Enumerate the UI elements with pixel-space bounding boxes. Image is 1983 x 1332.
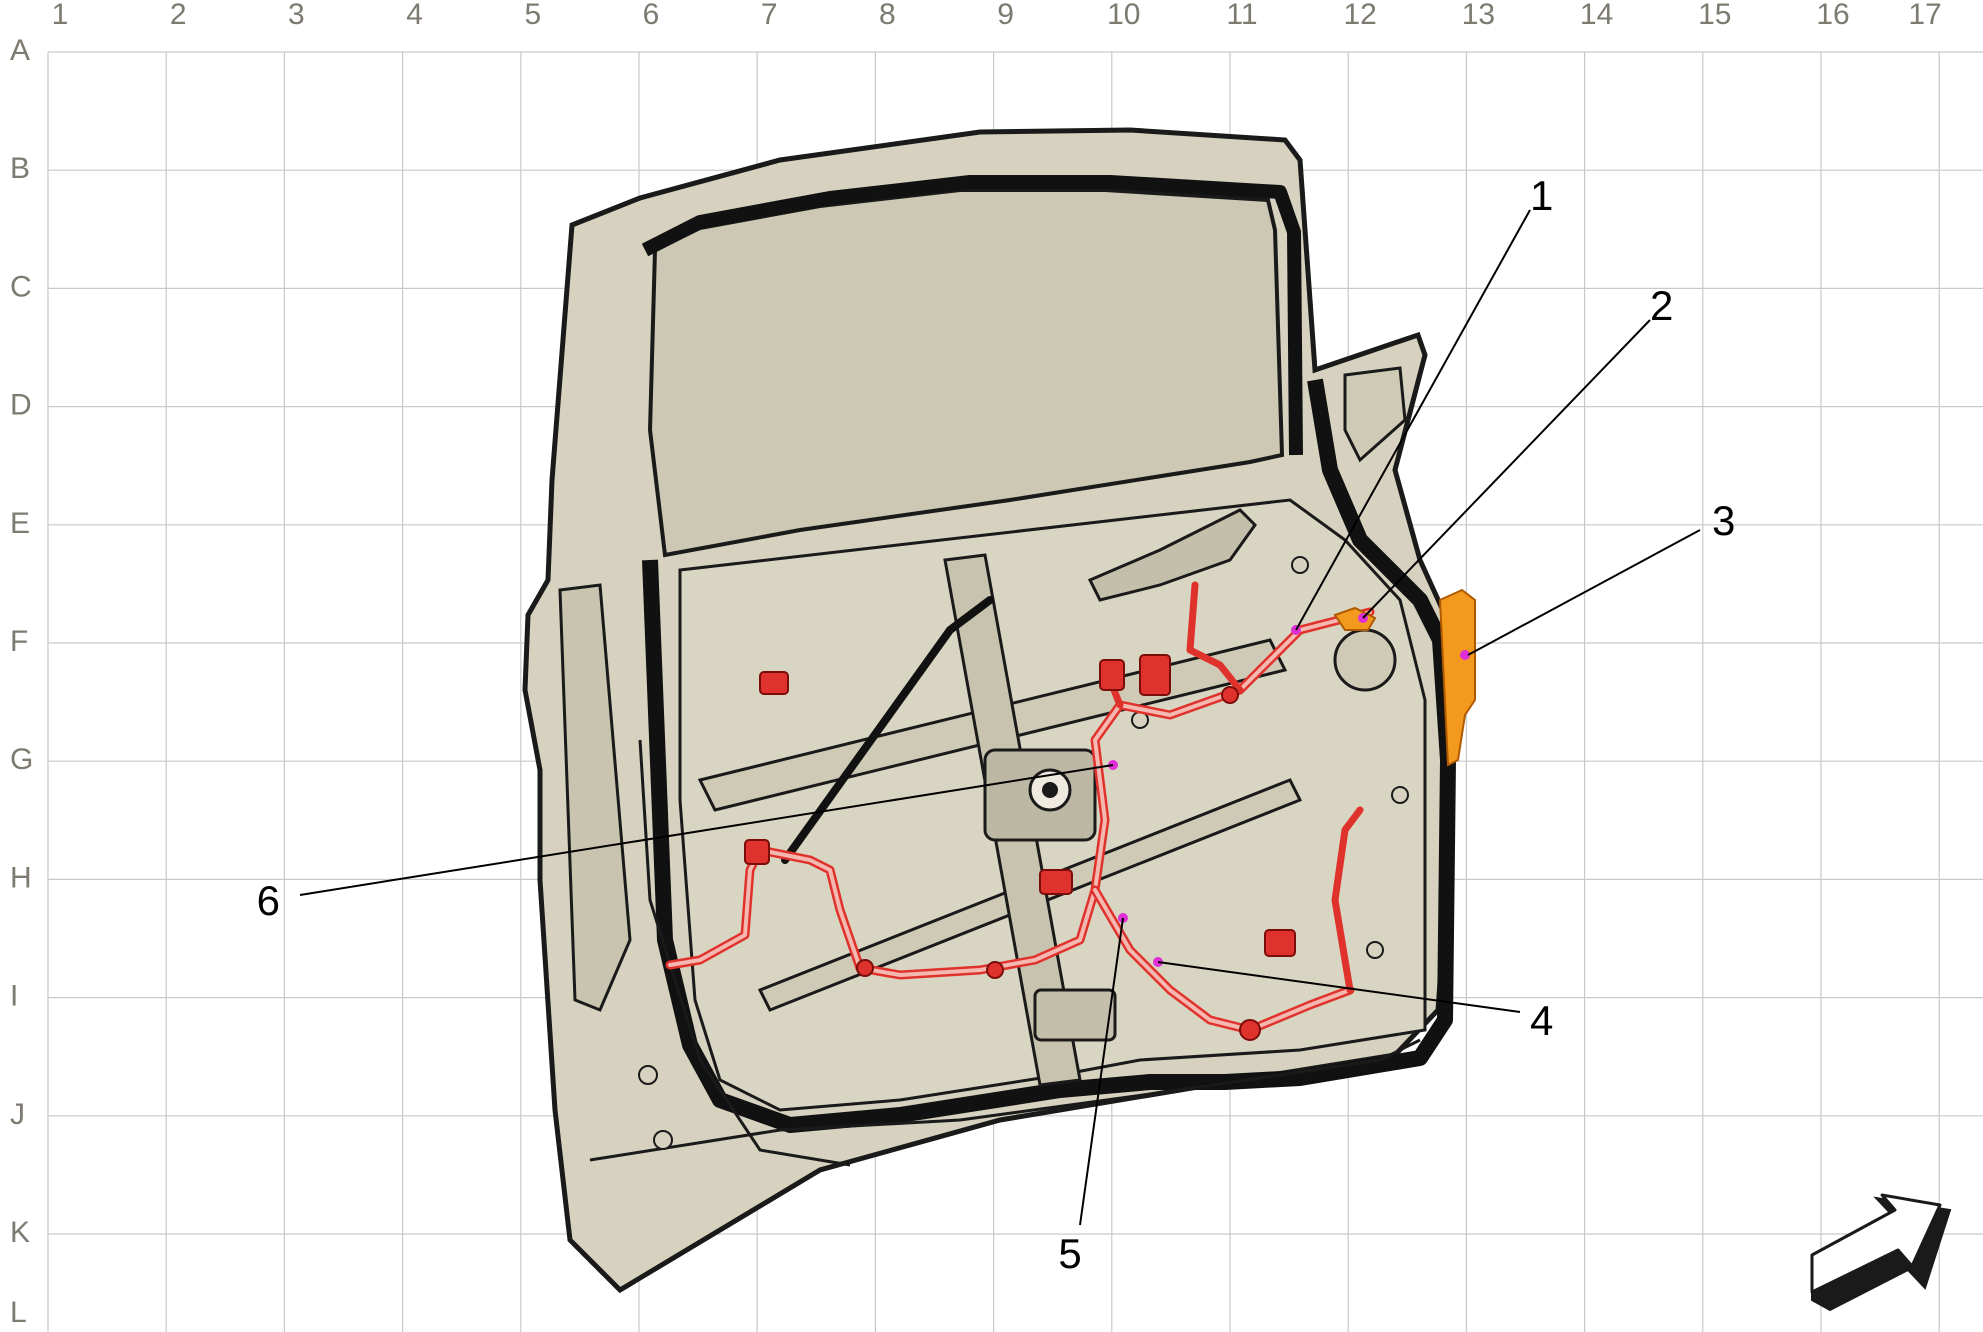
column-label: 15 bbox=[1698, 0, 1731, 31]
callout-6: 6 bbox=[257, 877, 280, 924]
column-label: 14 bbox=[1580, 0, 1613, 31]
rear-door-assembly bbox=[522, 127, 1456, 1294]
connector-d bbox=[1039, 869, 1073, 895]
column-label: 6 bbox=[643, 0, 660, 31]
row-label: I bbox=[10, 980, 18, 1013]
leader-4 bbox=[1157, 961, 1521, 1013]
connector-b bbox=[1099, 659, 1125, 691]
column-label: 16 bbox=[1816, 0, 1849, 31]
orange-connector-body bbox=[1438, 588, 1476, 767]
row-label: B bbox=[10, 152, 30, 185]
column-label: 11 bbox=[1226, 0, 1257, 31]
door-wiring-harness bbox=[665, 581, 1375, 1035]
column-label: 5 bbox=[524, 0, 541, 31]
callout-5: 5 bbox=[1058, 1230, 1081, 1277]
column-label: 3 bbox=[288, 0, 305, 31]
leader-5 bbox=[1079, 917, 1124, 1226]
row-label: A bbox=[10, 34, 30, 67]
row-label: E bbox=[10, 507, 30, 540]
latch-opening bbox=[1343, 366, 1407, 463]
column-label: 4 bbox=[406, 0, 423, 31]
connector-h bbox=[1221, 686, 1239, 704]
connector-a bbox=[1139, 654, 1171, 696]
window-seal bbox=[641, 175, 1303, 456]
connector-c bbox=[759, 671, 789, 695]
connector-e bbox=[1264, 929, 1296, 957]
speaker-opening bbox=[1333, 628, 1397, 692]
harness-lower-branch-core bbox=[1093, 888, 1352, 1032]
row-label: C bbox=[10, 270, 32, 303]
regulator-cable bbox=[781, 596, 994, 864]
row-label: L bbox=[10, 1296, 27, 1329]
column-label: 1 bbox=[52, 0, 69, 31]
forward-arrow-icon bbox=[1810, 1193, 1952, 1312]
callout-2: 2 bbox=[1650, 282, 1673, 329]
connector-f bbox=[744, 839, 770, 865]
leader-6 bbox=[299, 764, 1114, 896]
lower-lock-bracket bbox=[1033, 988, 1117, 1042]
connector-j bbox=[856, 959, 874, 977]
column-label: 17 bbox=[1908, 0, 1941, 31]
row-label: J bbox=[10, 1098, 25, 1131]
column-label: 12 bbox=[1344, 0, 1377, 31]
harness-connectors bbox=[744, 654, 1296, 1041]
leader-3 bbox=[1467, 529, 1701, 656]
column-label: 10 bbox=[1107, 0, 1140, 31]
door-sill-curve bbox=[638, 739, 851, 1167]
column-label: 13 bbox=[1462, 0, 1495, 31]
hinge-pillar bbox=[558, 583, 632, 1012]
column-label: 7 bbox=[761, 0, 778, 31]
column-label: 2 bbox=[170, 0, 187, 31]
orange-door-connector bbox=[1333, 588, 1476, 767]
callout-1: 1 bbox=[1530, 172, 1553, 219]
callout-leaders bbox=[299, 209, 1701, 1226]
connector-i bbox=[986, 961, 1004, 979]
row-label: H bbox=[10, 861, 32, 894]
callout-dot-3 bbox=[1460, 650, 1470, 660]
row-label: D bbox=[10, 389, 32, 422]
callout-4: 4 bbox=[1530, 997, 1553, 1044]
row-label: G bbox=[10, 743, 33, 776]
column-label: 8 bbox=[879, 0, 896, 31]
row-label: K bbox=[10, 1216, 30, 1249]
connector-g bbox=[1239, 1019, 1261, 1041]
row-label: F bbox=[10, 625, 28, 658]
column-label: 9 bbox=[997, 0, 1014, 31]
harness-handle-branch bbox=[1186, 581, 1244, 694]
door-inner-seal bbox=[642, 378, 1456, 1133]
leader-2 bbox=[1362, 319, 1651, 619]
harness-right-loop bbox=[1331, 806, 1364, 994]
panel-holes bbox=[638, 556, 1409, 1150]
callout-labels: 1 2 3 4 5 6 bbox=[257, 172, 1736, 1277]
door-handle-bracket bbox=[1087, 508, 1257, 602]
leader-1 bbox=[1295, 209, 1531, 631]
window-motor bbox=[983, 748, 1097, 842]
callout-3: 3 bbox=[1712, 497, 1735, 544]
